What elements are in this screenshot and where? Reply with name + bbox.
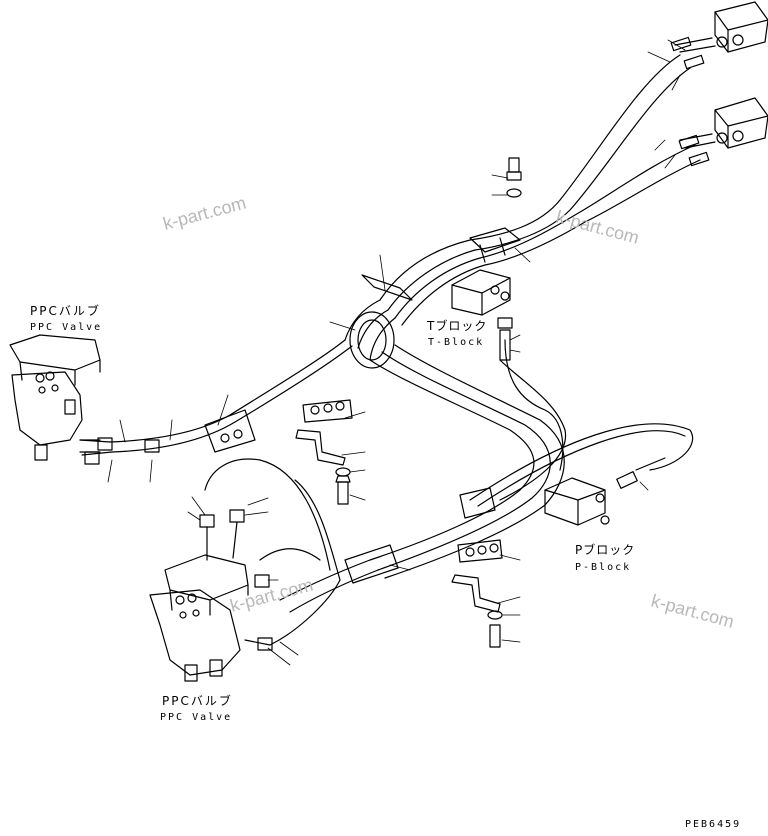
t-block-hose <box>504 339 564 471</box>
clamp-upper-right <box>469 227 521 263</box>
label-t-block-jp: Tブロック <box>426 318 487 333</box>
bolt-top <box>506 157 522 198</box>
label-ppc-valve-upper-jp: PPCバルブ <box>30 303 101 318</box>
drawing-code: PEB6459 <box>685 819 741 830</box>
label-ppc-valve-lower-jp: PPCバルブ <box>162 693 233 708</box>
clamp-center <box>349 311 395 369</box>
control-box-lower <box>679 97 768 149</box>
ppc-valve-lower <box>149 509 273 682</box>
watermark-1: k-part.com <box>161 193 248 234</box>
bracket-lower-right <box>451 539 503 648</box>
hose-bundle-upper <box>79 54 701 456</box>
clamp-lower-mid <box>344 487 496 584</box>
control-box-upper <box>674 1 768 53</box>
watermark-3: k-part.com <box>228 575 315 616</box>
label-ppc-valve-upper-en: PPC Valve <box>30 322 102 333</box>
watermark-4: k-part.com <box>649 591 736 632</box>
watermark-2: k-part.com <box>554 207 641 248</box>
label-t-block-en: T-Block <box>428 337 484 348</box>
label-ppc-valve-lower-en: PPC Valve <box>160 712 232 723</box>
clamp-upper-mid <box>361 274 413 301</box>
bracket-center <box>295 399 353 505</box>
ppc-valve-upper <box>9 334 160 465</box>
leader-lines <box>107 39 686 666</box>
t-block <box>451 269 513 361</box>
hose-bundle-lower <box>204 344 694 646</box>
label-p-block-en: P-Block <box>575 562 631 573</box>
p-block <box>544 457 666 526</box>
clamp-left <box>204 409 256 453</box>
hose-fittings-upper <box>670 36 710 167</box>
label-p-block-jp: Pブロック <box>575 542 635 557</box>
